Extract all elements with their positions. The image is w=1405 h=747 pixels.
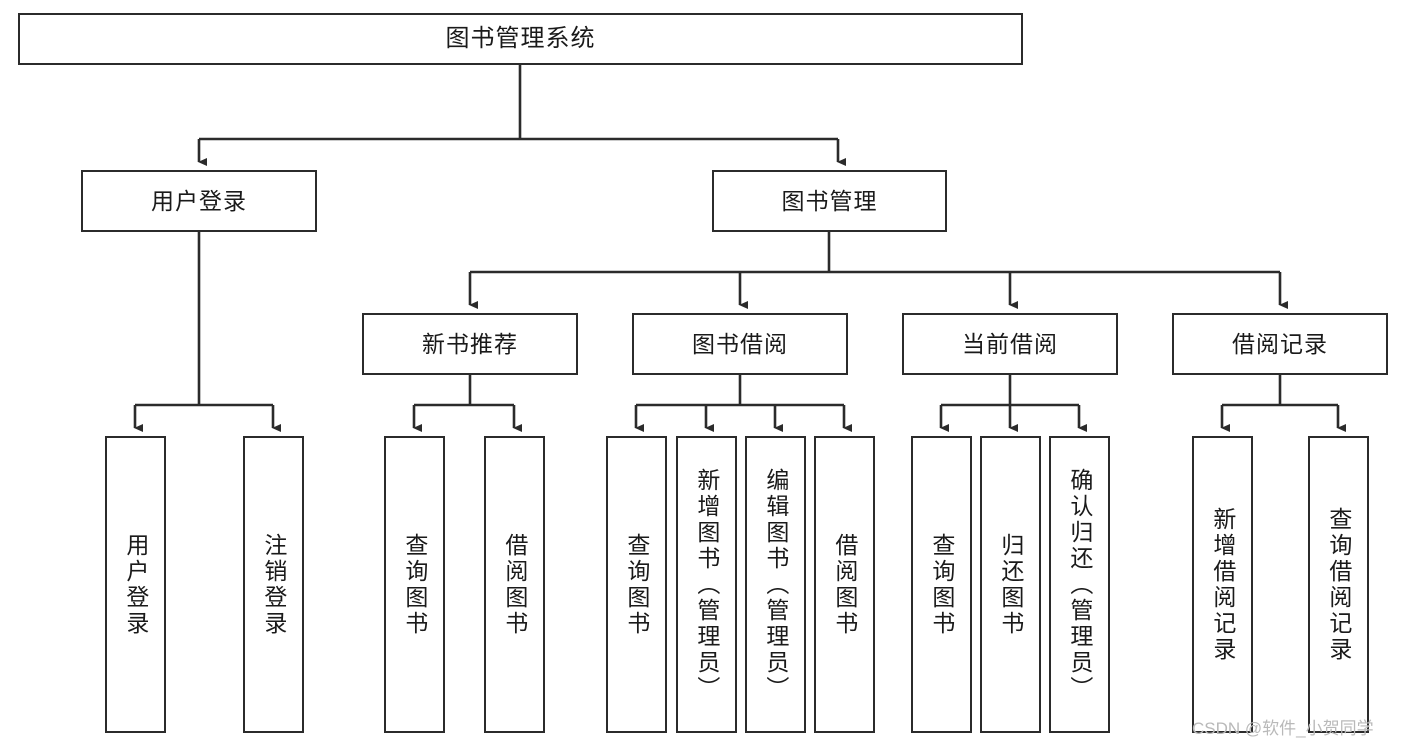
node-user-login-label: 用户登录 xyxy=(151,187,247,214)
node-leaf-logout-login-label: 注销登录 xyxy=(260,532,287,637)
node-leaf-query-borrow-record-label: 查询借阅记录 xyxy=(1325,506,1352,663)
node-new-book-recommend[interactable]: 新书推荐 xyxy=(362,313,578,375)
node-leaf-add-borrow-record[interactable]: 新增借阅记录 xyxy=(1192,436,1253,733)
node-leaf-query-book-2-label: 查询图书 xyxy=(623,532,650,637)
node-leaf-confirm-return[interactable]: 确认归还（管理员） xyxy=(1049,436,1110,733)
node-leaf-add-borrow-record-label: 新增借阅记录 xyxy=(1209,506,1236,663)
node-user-login[interactable]: 用户登录 xyxy=(81,170,317,232)
node-leaf-query-book-3-label: 查询图书 xyxy=(928,532,955,637)
node-book-manage-label: 图书管理 xyxy=(781,187,878,214)
node-leaf-return-book[interactable]: 归还图书 xyxy=(980,436,1041,733)
node-leaf-confirm-return-label: 确认归还（管理员） xyxy=(1066,467,1093,702)
node-book-borrow-label: 图书借阅 xyxy=(692,330,788,357)
node-leaf-query-book-3[interactable]: 查询图书 xyxy=(911,436,972,733)
node-leaf-user-login-label: 用户登录 xyxy=(122,532,149,637)
node-leaf-query-book-1-label: 查询图书 xyxy=(401,532,428,637)
node-leaf-query-borrow-record[interactable]: 查询借阅记录 xyxy=(1308,436,1369,733)
node-current-borrow[interactable]: 当前借阅 xyxy=(902,313,1118,375)
node-leaf-borrow-book-2[interactable]: 借阅图书 xyxy=(814,436,875,733)
node-borrow-record-label: 借阅记录 xyxy=(1232,330,1328,357)
node-book-borrow[interactable]: 图书借阅 xyxy=(632,313,848,375)
node-leaf-borrow-book-2-label: 借阅图书 xyxy=(831,532,858,637)
node-borrow-record[interactable]: 借阅记录 xyxy=(1172,313,1388,375)
node-new-book-recommend-label: 新书推荐 xyxy=(422,330,518,357)
node-current-borrow-label: 当前借阅 xyxy=(962,330,1058,357)
node-leaf-query-book-2[interactable]: 查询图书 xyxy=(606,436,667,733)
node-book-manage[interactable]: 图书管理 xyxy=(712,170,947,232)
node-leaf-borrow-book-1-label: 借阅图书 xyxy=(501,532,528,637)
node-leaf-query-book-1[interactable]: 查询图书 xyxy=(384,436,445,733)
node-leaf-edit-book-label: 编辑图书（管理员） xyxy=(762,467,789,702)
node-leaf-edit-book[interactable]: 编辑图书（管理员） xyxy=(745,436,806,733)
node-leaf-add-book-label: 新增图书（管理员） xyxy=(693,467,720,702)
node-leaf-logout-login[interactable]: 注销登录 xyxy=(243,436,304,733)
node-leaf-return-book-label: 归还图书 xyxy=(997,532,1024,637)
node-leaf-add-book[interactable]: 新增图书（管理员） xyxy=(676,436,737,733)
node-root-label: 图书管理系统 xyxy=(445,25,596,53)
node-leaf-user-login[interactable]: 用户登录 xyxy=(105,436,166,733)
node-leaf-borrow-book-1[interactable]: 借阅图书 xyxy=(484,436,545,733)
watermark: CSDN @软件_小贺同学 xyxy=(1192,719,1374,738)
node-root[interactable]: 图书管理系统 xyxy=(18,13,1023,65)
